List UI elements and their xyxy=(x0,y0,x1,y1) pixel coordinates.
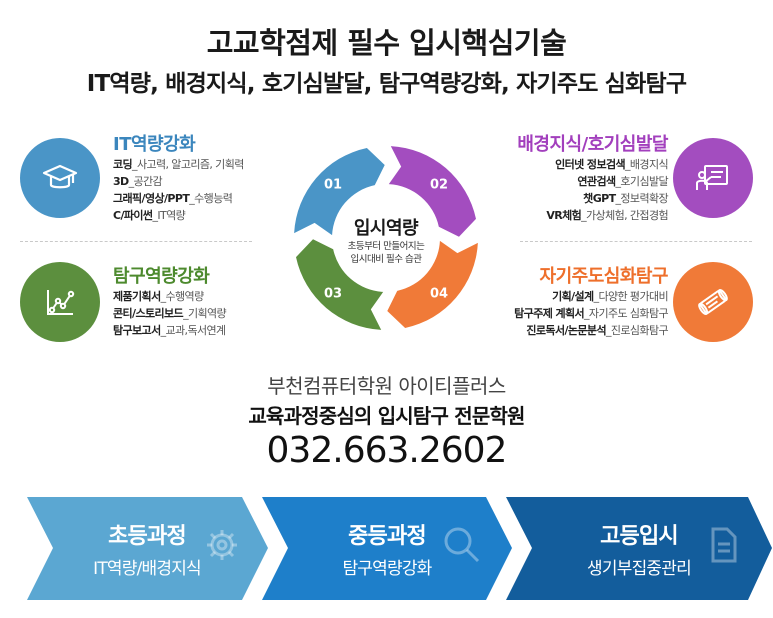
cycle-label-02: 02 xyxy=(430,178,448,193)
list-item: 3D_공간감 xyxy=(113,175,163,188)
line-chart-icon xyxy=(47,290,75,315)
document-icon xyxy=(711,527,737,563)
cycle-segment-02 xyxy=(388,146,476,237)
stage-title: 초등과정 xyxy=(108,524,187,549)
list-item: 챗GPT_정보력확장 xyxy=(583,192,668,205)
page-title: 고교학점제 필수 입시핵심기술 xyxy=(206,26,567,60)
list-item: 코딩_사고력, 알고리즘, 기획력 xyxy=(113,158,244,171)
background-section-lines: 인터넷 정보검색_배경지식 연관검색_호기심발달 챗GPT_정보력확장 VR체험… xyxy=(546,156,668,224)
cycle-label-04: 04 xyxy=(430,287,448,302)
cycle-segment-04 xyxy=(387,240,478,328)
selfdirected-icon-circle xyxy=(673,262,753,342)
cycle-label-03: 03 xyxy=(324,287,342,302)
list-item: 제품기획서_수행역량 xyxy=(113,290,204,303)
background-section-title: 배경지식/호기심발달 xyxy=(517,134,668,155)
stage-elementary[interactable]: 초등과정 IT역량/배경지식 xyxy=(40,497,254,600)
stage-subtitle: IT역량/배경지식 xyxy=(93,559,202,579)
it-section-title: IT역량강화 xyxy=(113,134,196,155)
cycle-center-title: 입시역량 xyxy=(353,218,419,239)
list-item: C/파이썬_IT역량 xyxy=(113,209,186,222)
stage-arrows-bg xyxy=(27,497,772,600)
inquiry-section-title: 탐구역량강화 xyxy=(113,266,210,287)
stage-arrow-high xyxy=(506,497,772,600)
cycle-center-subtitle: 초등부터 만들어지는 입시대비 필수 습관 xyxy=(347,241,425,265)
gear-icon xyxy=(207,530,237,560)
list-item: 기획/설계_다양한 평가대비 xyxy=(552,290,669,303)
cycle-segment-01 xyxy=(294,148,385,236)
page-subtitle: IT역량, 배경지식, 호기심발달, 탐구역량강화, 자기주도 심화탐구 xyxy=(86,71,687,97)
magnifier-icon xyxy=(444,527,480,563)
cycle-label-01: 01 xyxy=(324,178,342,193)
it-icon-circle xyxy=(20,138,100,218)
list-item: 그래픽/영상/PPT_수행능력 xyxy=(113,192,233,205)
inquiry-icon-circle xyxy=(20,262,100,342)
diploma-scroll-icon xyxy=(698,288,728,316)
cycle-center xyxy=(336,188,436,288)
list-item: VR체험_가상체험, 간접경험 xyxy=(546,209,668,222)
list-item: 진로독서/논문분석_진로심화탐구 xyxy=(526,324,668,337)
left-divider xyxy=(20,241,252,242)
right-divider xyxy=(520,241,752,242)
it-section-lines: 코딩_사고력, 알고리즘, 기획력 3D_공간감 그래픽/영상/PPT_수행능력… xyxy=(113,156,244,224)
selfdirected-section-title: 자기주도심화탐구 xyxy=(539,266,669,287)
stage-arrow-elementary xyxy=(27,497,268,600)
stage-arrow-middle xyxy=(262,497,512,600)
list-item: 콘티/스토리보드_기획역량 xyxy=(113,307,227,320)
stage-title: 중등과정 xyxy=(348,524,427,549)
list-item: 연관검색_호기심발달 xyxy=(577,175,668,188)
selfdirected-section-lines: 기획/설계_다양한 평가대비 탐구주제 계획서_자기주도 심화탐구 진로독서/논… xyxy=(514,288,668,339)
stage-subtitle: 생기부집중관리 xyxy=(587,559,692,579)
stage-title: 고등입시 xyxy=(600,524,679,549)
stage-middle[interactable]: 중등과정 탐구역량강화 xyxy=(275,497,499,600)
academy-name: 부천컴퓨터학원 아이티플러스 xyxy=(267,374,506,398)
list-item: 인터넷 정보검색_배경지식 xyxy=(555,158,668,171)
list-item: 탐구보고서_교과,독서연계 xyxy=(113,324,226,337)
list-item: 탐구주제 계획서_자기주도 심화탐구 xyxy=(514,307,668,320)
cycle-diagram: 01 02 03 04 xyxy=(294,146,478,330)
graduation-cap-icon xyxy=(42,164,78,189)
stage-high[interactable]: 고등입시 생기부집중관리 xyxy=(519,497,759,600)
stage-subtitle: 탐구역량강화 xyxy=(342,559,432,579)
academy-tagline: 교육과정중심의 입시탐구 전문학원 xyxy=(248,404,525,428)
background-icon-circle xyxy=(673,138,753,218)
inquiry-section-lines: 제품기획서_수행역량 콘티/스토리보드_기획역량 탐구보고서_교과,독서연계 xyxy=(113,288,227,339)
academy-phone[interactable]: 032.663.2602 xyxy=(266,430,508,471)
cycle-segment-03 xyxy=(296,239,384,330)
presentation-board-icon xyxy=(696,165,728,190)
